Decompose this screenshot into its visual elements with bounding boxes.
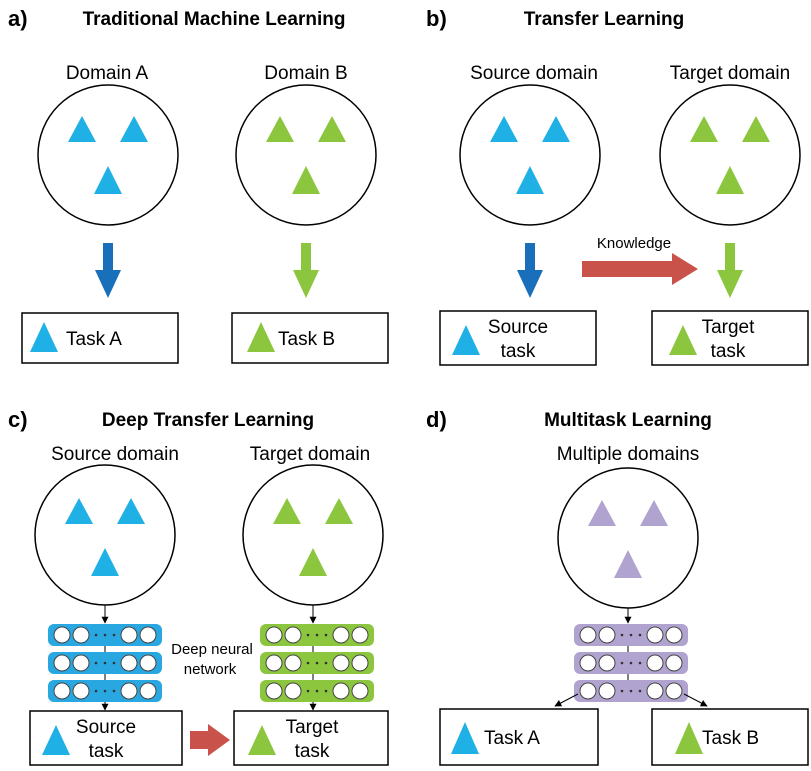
triangle-icon (68, 116, 96, 142)
source-domain-triangles (65, 498, 145, 576)
source-domain-circle (34, 464, 176, 606)
triangle-icon (248, 725, 276, 755)
panel-a-label: a) (8, 6, 28, 31)
triangle-icon (318, 116, 346, 142)
triangle-icon (452, 325, 480, 355)
target-task-label-line2: task (711, 341, 746, 362)
triangle-icon (266, 116, 294, 142)
triangle-icon (669, 325, 697, 355)
target-domain-circle (659, 84, 801, 226)
triangle-icon (292, 166, 320, 194)
triangle-icon (490, 116, 518, 142)
target-neural-network (260, 605, 374, 711)
triangle-icon (742, 116, 770, 142)
task-a-label: Task A (66, 329, 122, 350)
triangle-icon (94, 166, 122, 194)
panel-a: a) Traditional Machine Learning Domain A… (8, 6, 389, 364)
task-a-label: Task A (484, 728, 540, 749)
down-arrow-icon (717, 243, 743, 298)
multiple-domains-circle (557, 467, 699, 609)
domain-a-circle (37, 84, 179, 226)
target-task-label-line1: Target (286, 717, 340, 738)
triangle-icon (247, 322, 275, 352)
triangle-icon (273, 498, 301, 524)
panel-c-title: Deep Transfer Learning (102, 410, 314, 431)
triangle-icon (325, 498, 353, 524)
panel-d-title: Multitask Learning (544, 410, 712, 431)
panel-b: b) Transfer Learning Source domain Targe… (426, 6, 809, 366)
source-task-label-line2: task (89, 741, 124, 762)
source-task-label-line2: task (501, 341, 536, 362)
panel-b-title: Transfer Learning (524, 9, 685, 30)
triangle-icon (120, 116, 148, 142)
source-domain-label: Source domain (470, 63, 598, 84)
transfer-arrow-icon (190, 724, 230, 756)
knowledge-label: Knowledge (597, 235, 671, 252)
panel-b-label: b) (426, 6, 447, 31)
domain-b-label: Domain B (264, 63, 347, 84)
triangle-icon (451, 722, 479, 754)
panel-d-label: d) (426, 407, 447, 432)
multiple-domains-label: Multiple domains (557, 444, 700, 465)
down-arrow-icon (517, 243, 543, 298)
domain-b-triangles (266, 116, 346, 194)
triangle-icon (588, 500, 616, 526)
shared-neural-network (554, 608, 708, 707)
target-task-label-line2: task (295, 741, 330, 762)
target-domain-circle (242, 464, 384, 606)
source-task-label-line1: Source (76, 717, 136, 738)
task-b-label: Task B (278, 329, 335, 350)
source-neural-network (48, 605, 162, 711)
panel-c-label: c) (8, 407, 28, 432)
triangle-icon (516, 166, 544, 194)
target-domain-triangles (690, 116, 770, 194)
dnn-label-line1: Deep neural (171, 641, 253, 658)
dnn-label-line2: network (184, 661, 237, 678)
target-domain-triangles (273, 498, 353, 576)
triangle-icon (30, 322, 58, 352)
triangle-icon (65, 498, 93, 524)
triangle-icon (117, 498, 145, 524)
domain-a-triangles (68, 116, 148, 194)
down-arrow-icon (95, 243, 121, 298)
source-domain-circle (459, 84, 601, 226)
source-task-label-line1: Source (488, 317, 548, 338)
task-b-label: Task B (702, 728, 759, 749)
domain-b-circle (235, 84, 377, 226)
target-domain-label: Target domain (250, 444, 370, 465)
triangle-icon (614, 550, 642, 578)
source-domain-triangles (490, 116, 570, 194)
triangle-icon (640, 500, 668, 526)
triangle-icon (675, 722, 703, 754)
task-b-box (651, 708, 809, 766)
triangle-icon (42, 725, 70, 755)
triangle-icon (716, 166, 744, 194)
down-arrow-icon (293, 243, 319, 298)
triangle-icon (542, 116, 570, 142)
target-task-label-line1: Target (702, 317, 756, 338)
panel-c: c) Deep Transfer Learning Source domain … (8, 407, 389, 766)
source-domain-label: Source domain (51, 444, 179, 465)
knowledge-arrow-icon (582, 253, 698, 285)
panel-a-title: Traditional Machine Learning (83, 9, 346, 30)
panel-d: d) Multitask Learning Multiple domains (426, 407, 809, 766)
triangle-icon (299, 548, 327, 576)
target-domain-label: Target domain (670, 63, 790, 84)
triangle-icon (91, 548, 119, 576)
multiple-domains-triangles (588, 500, 668, 578)
triangle-icon (690, 116, 718, 142)
domain-a-label: Domain A (66, 63, 149, 84)
